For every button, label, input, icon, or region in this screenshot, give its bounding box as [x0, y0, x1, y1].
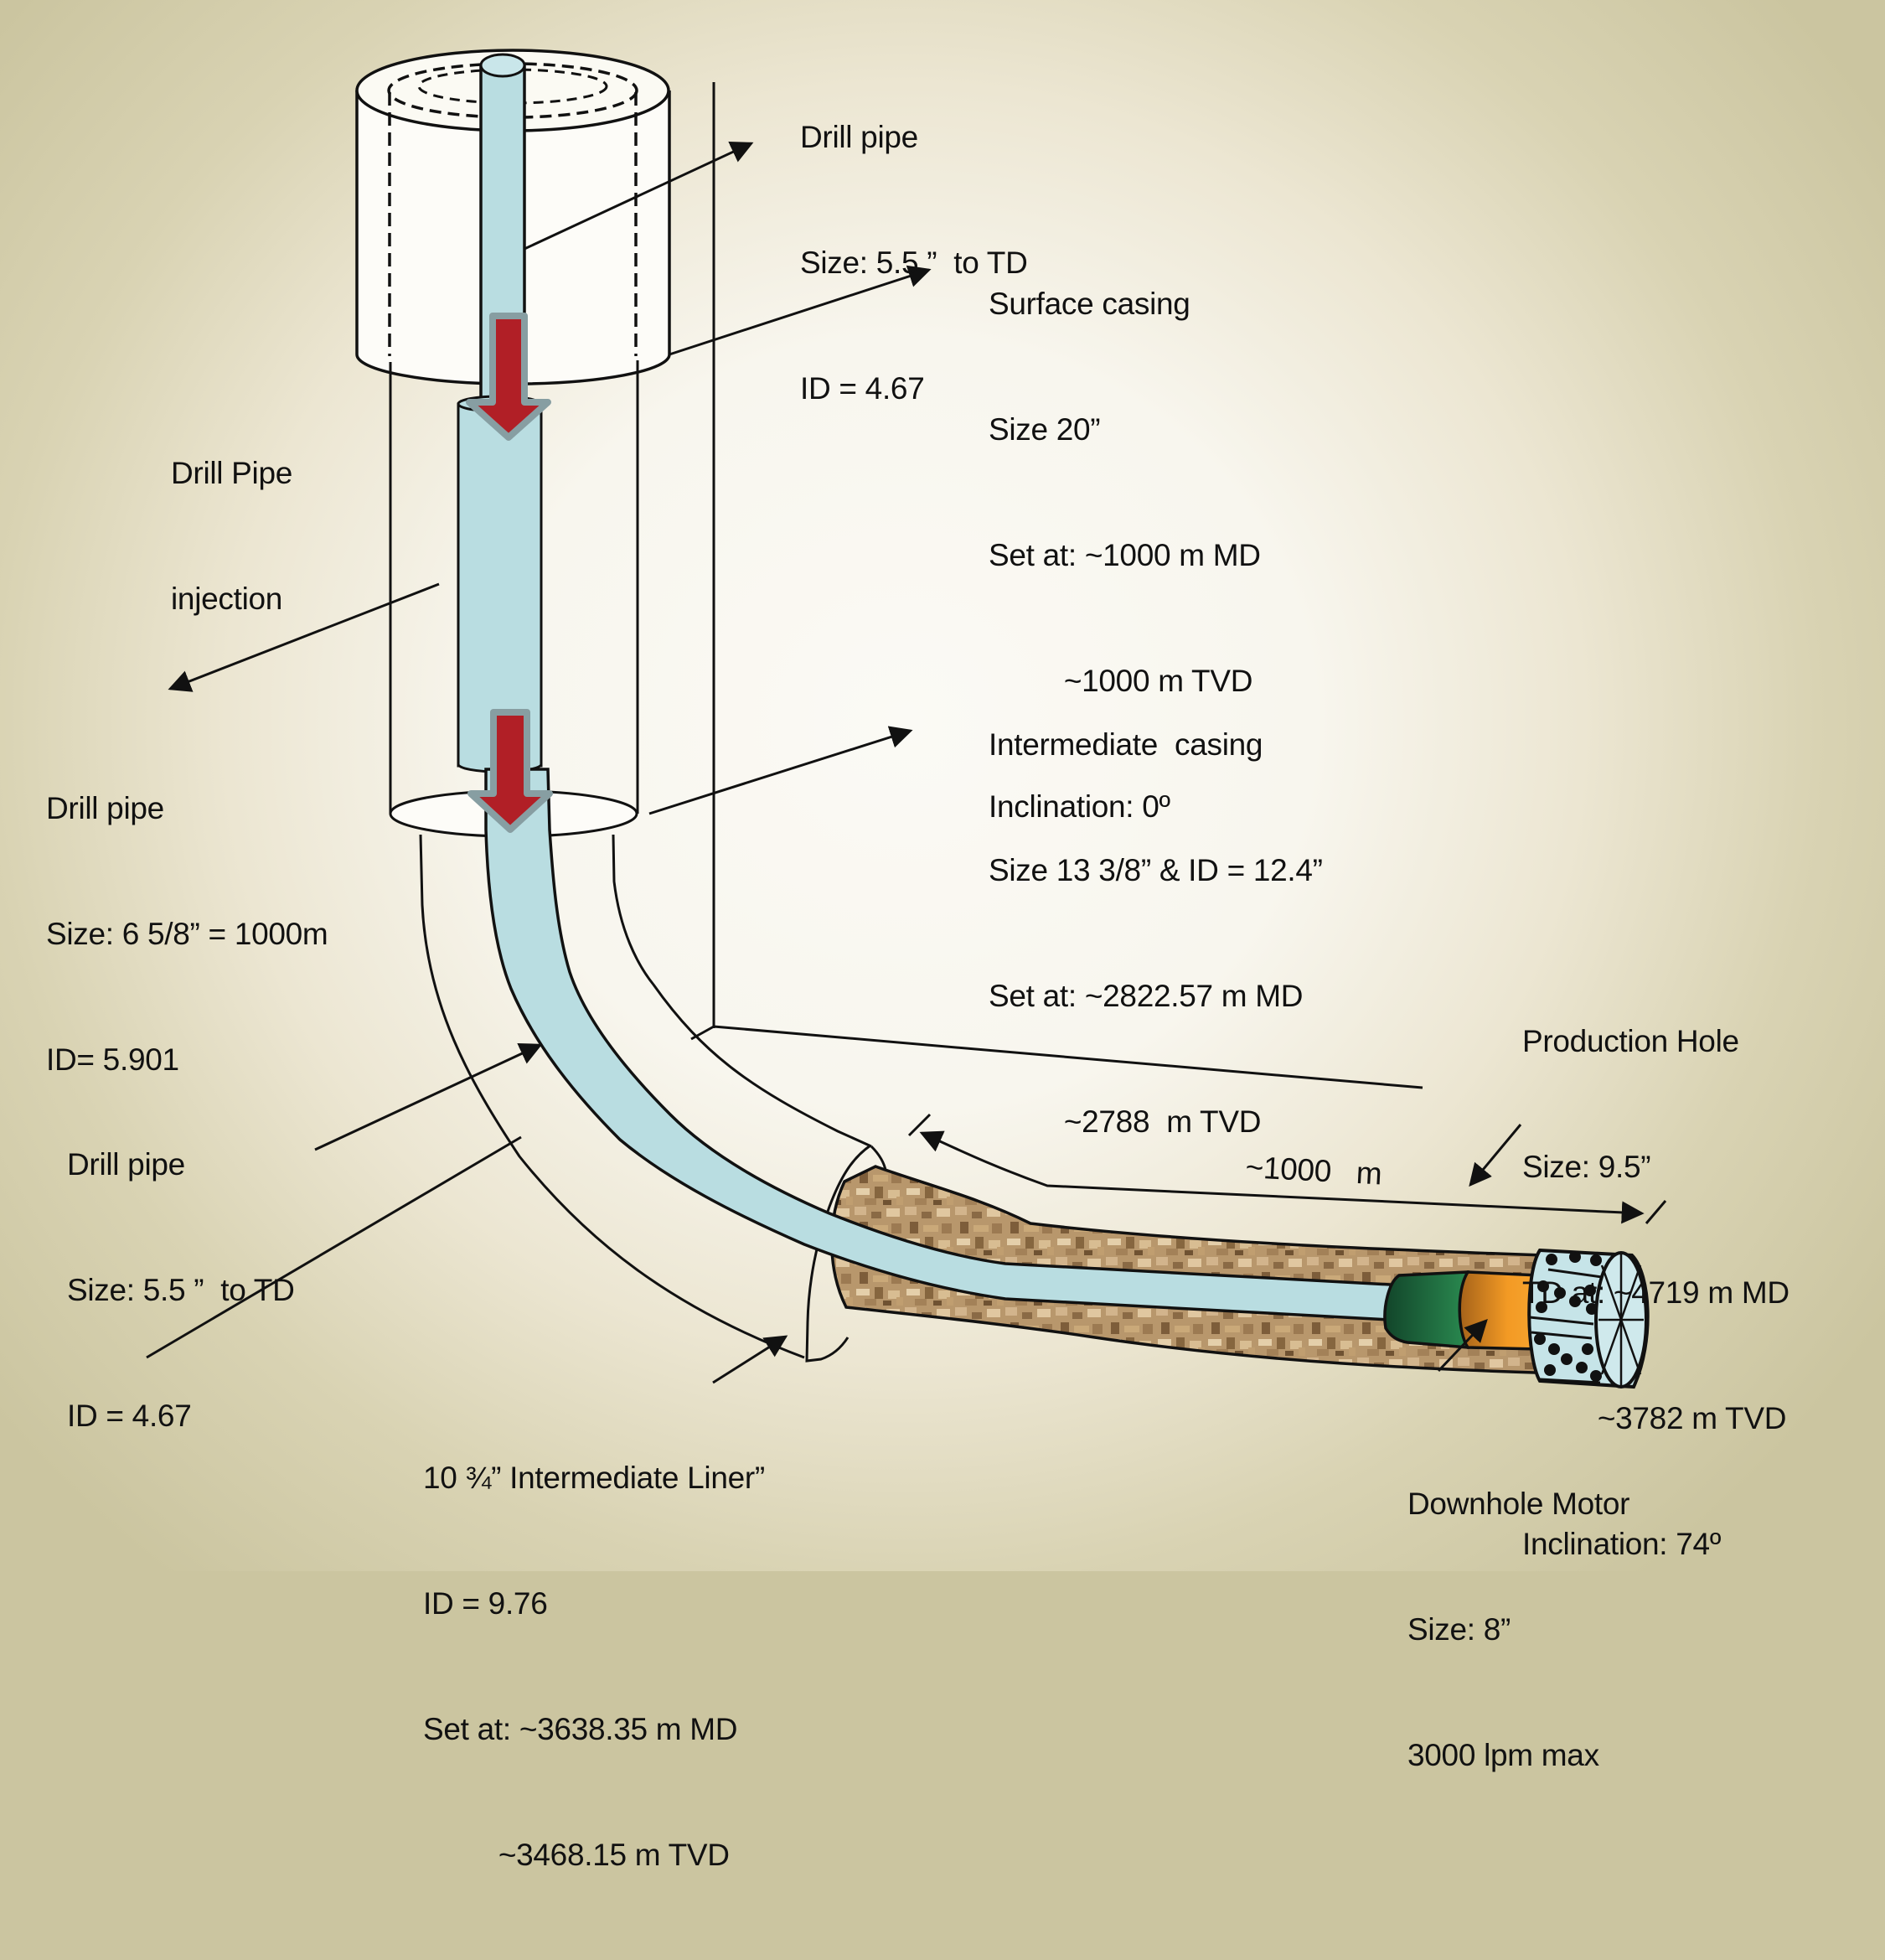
- diagram-stage: Drill pipe Size: 5.5 ” to TD ID = 4.67 S…: [0, 0, 1885, 1872]
- bit-face-cutters: [1598, 1253, 1644, 1387]
- label-line: Downhole Motor: [1407, 1487, 1630, 1521]
- leader-lower-casing: [146, 1135, 522, 1359]
- label-line: Inclination: 0º: [989, 789, 1170, 824]
- label-line: TD at: ~4719 m MD: [1522, 1275, 1789, 1310]
- label-line: Drill Pipe: [171, 456, 293, 490]
- drill-bit-icon: [1527, 1248, 1650, 1389]
- leader-intermediate-liner: [712, 1335, 788, 1384]
- leader-intermediate-casing: [648, 726, 913, 815]
- leader-downhole-motor: [1437, 1319, 1488, 1373]
- dimension-line: [919, 1130, 1645, 1224]
- bit-grooves: [1529, 1268, 1603, 1384]
- label-line: Set at: ~2822.57 m MD: [989, 979, 1304, 1013]
- label-intermediate-casing: Intermediate casing Size 13 3/8” & ID = …: [989, 640, 1323, 1227]
- leader-drill-pipe-bottom: [314, 1042, 543, 1151]
- label-drill-pipe-mid: Drill pipe Size: 6 5/8” = 1000m ID= 5.90…: [46, 704, 328, 1165]
- label-line: Size: 6 5/8” = 1000m: [46, 917, 328, 951]
- leader-lines: [146, 142, 1522, 1384]
- label-line: ~1000 m TVD: [989, 664, 1253, 698]
- leader-surface-casing: [669, 265, 932, 356]
- label-line: Size: 5.5 ” to TD: [67, 1273, 295, 1307]
- label-line: Drill pipe: [67, 1147, 185, 1182]
- label-downhole-motor: Downhole Motor Size: 8” 3000 lpm max: [1407, 1399, 1630, 1860]
- label-line: Size 20”: [989, 412, 1101, 447]
- label-line: Inclination: 74º: [1522, 1527, 1722, 1561]
- well-schematic: [146, 49, 1667, 1389]
- leader-drill-pipe-top: [524, 142, 754, 251]
- label-line: ID = 4.67: [800, 371, 925, 406]
- reference-corner: [690, 1025, 715, 1041]
- label-line: Surface casing: [989, 287, 1190, 321]
- flow-arrow-lower: [467, 709, 553, 833]
- label-line: ID = 9.76: [423, 1586, 548, 1621]
- label-drill-pipe-injection: Drill Pipe injection: [171, 369, 292, 704]
- casing-end-collar: [805, 1144, 871, 1363]
- down-arrow-icon: [467, 709, 553, 833]
- label-line: ~2788 m TVD: [989, 1104, 1262, 1139]
- upper-drill-pipe-top: [479, 53, 526, 78]
- label-production-hole: Production Hole Size: 9.5” TD at: ~4719 …: [1522, 937, 1789, 1649]
- large-drill-pipe: [457, 402, 543, 768]
- label-line: Size: 9.5”: [1522, 1150, 1651, 1184]
- label-line: 10 ¾” Intermediate Liner”: [423, 1461, 765, 1495]
- label-line: injection: [171, 582, 283, 616]
- label-line: Production Hole: [1522, 1024, 1739, 1058]
- dimension-tick-start: [907, 1113, 932, 1137]
- label-drill-pipe-bottom: Drill pipe Size: 5.5 ” to TD ID = 4.67: [67, 1060, 295, 1521]
- label-line: Size: 8”: [1407, 1612, 1511, 1647]
- outer-casing-left-wall: [419, 834, 805, 1359]
- leader-inclination: [1469, 1124, 1522, 1187]
- label-line: ~3782 m TVD: [1522, 1401, 1787, 1435]
- down-arrow-icon: [466, 313, 551, 441]
- label-line: Set at: ~1000 m MD: [989, 538, 1261, 572]
- label-line: Drill pipe: [800, 120, 918, 154]
- reference-frame: [690, 82, 1423, 1089]
- label-line: ~3468.15 m TVD: [423, 1838, 730, 1872]
- label-line: ID= 5.901: [46, 1042, 179, 1077]
- label-intermediate-liner: 10 ¾” Intermediate Liner” ID = 9.76 Set …: [423, 1373, 765, 1960]
- label-lateral-length: ~1000 m: [1244, 1149, 1383, 1192]
- bit-nozzle-dots: [1534, 1251, 1602, 1382]
- label-line: Intermediate casing: [989, 727, 1263, 762]
- motor-green-section: [1383, 1270, 1469, 1349]
- label-line: Drill pipe: [46, 791, 164, 825]
- lateral-length-dimension: [907, 1113, 1667, 1224]
- outer-casing-right-wall: [612, 834, 872, 1148]
- label-line: Set at: ~3638.35 m MD: [423, 1712, 738, 1746]
- leader-drill-pipe-mid: [168, 582, 440, 692]
- flow-arrow-upper: [466, 313, 551, 441]
- label-line: Size 13 3/8” & ID = 12.4”: [989, 853, 1323, 887]
- downhole-motor: [1383, 1270, 1542, 1351]
- label-line: 3000 lpm max: [1407, 1738, 1599, 1772]
- label-line: ID = 4.67: [67, 1399, 192, 1433]
- label-drill-pipe-top: Drill pipe Size: 5.5 ” to TD ID = 4.67: [800, 33, 1028, 494]
- horizontal-reference-line: [713, 1025, 1423, 1089]
- label-line: Size: 5.5 ” to TD: [800, 246, 1028, 280]
- label-surface-casing: Surface casing Size 20” Set at: ~1000 m …: [989, 199, 1261, 912]
- dimension-tick-end: [1645, 1200, 1667, 1224]
